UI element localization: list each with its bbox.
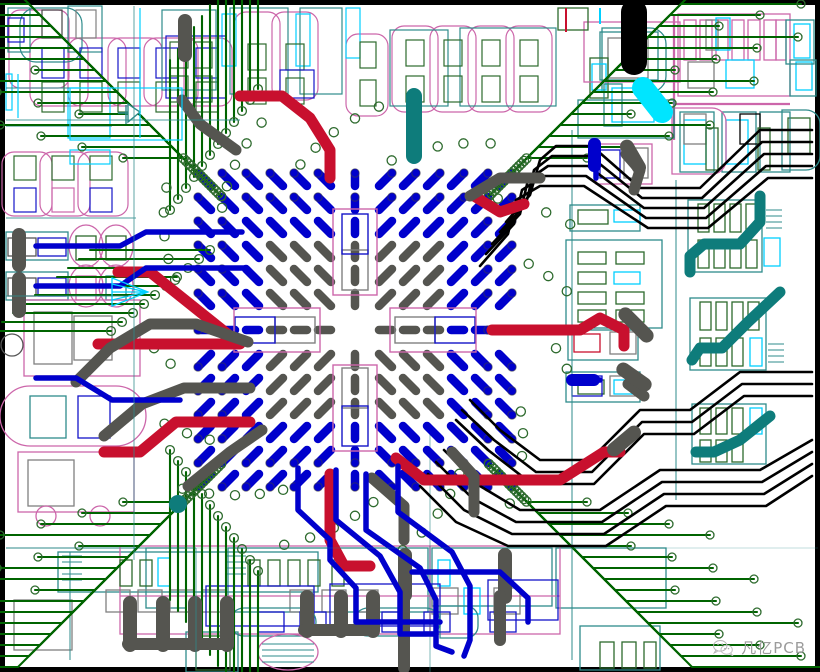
top-layer-blue-traces bbox=[33, 143, 603, 659]
ground-bottom-rails bbox=[122, 590, 506, 672]
aux-signal-dots bbox=[169, 88, 422, 513]
top-right-thick-stubs bbox=[621, 0, 673, 123]
silkscreen-guides bbox=[17, 8, 183, 141]
layout-guide-lines bbox=[6, 6, 818, 668]
selection-arrow bbox=[111, 277, 150, 307]
bga-fanout-array bbox=[193, 168, 517, 492]
ground-traces bbox=[70, 94, 650, 546]
left-component-bank-2 bbox=[1, 149, 129, 217]
power-traces bbox=[92, 90, 630, 572]
aux-signal-traces bbox=[684, 190, 786, 458]
top-right-block bbox=[671, 13, 820, 175]
blue-stub-pads bbox=[566, 138, 601, 386]
